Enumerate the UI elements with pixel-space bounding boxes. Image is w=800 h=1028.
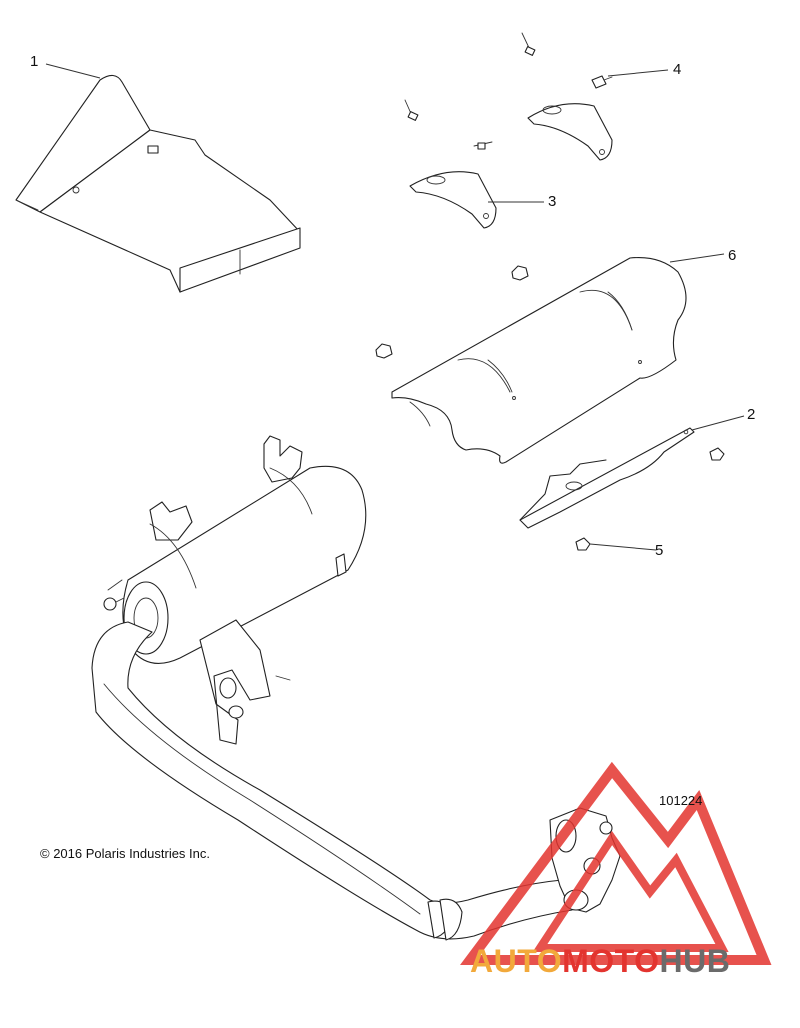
- nut-b: [375, 343, 393, 359]
- part-6-heat-shield: [391, 257, 687, 464]
- wordmark-hub: HUB: [659, 943, 731, 979]
- part-5-bolt: [575, 537, 591, 551]
- bolt-top: [521, 32, 536, 56]
- callout-3: 3: [548, 193, 557, 210]
- automotohub-logo-mark: [460, 761, 772, 965]
- figure-number: 101224: [659, 793, 703, 808]
- muffler-assembly: [103, 435, 367, 664]
- nut-a: [511, 265, 529, 281]
- callout-2: 2: [747, 406, 756, 423]
- part-1-shield: [15, 74, 301, 293]
- bolt-mid: [473, 141, 493, 150]
- callout-4: 4: [673, 61, 682, 78]
- part-3-bracket-upper: [527, 103, 613, 161]
- bolt-strap: [709, 447, 725, 461]
- automotohub-wordmark: AUTOMOTOHUB: [470, 945, 730, 977]
- part-4-bolt: [591, 75, 613, 89]
- wordmark-moto: MOTO: [562, 943, 660, 979]
- callout-6: 6: [728, 247, 737, 264]
- part-2-strap: [519, 427, 695, 529]
- lower-mount: [199, 619, 291, 745]
- callout-1: 1: [30, 53, 39, 70]
- wordmark-auto: AUTO: [470, 943, 563, 979]
- callout-5: 5: [655, 542, 664, 559]
- part-3-bracket-lower: [409, 171, 497, 229]
- bolt-left: [404, 99, 419, 121]
- leader-lines: [45, 63, 745, 551]
- copyright-notice: © 2016 Polaris Industries Inc.: [40, 846, 210, 861]
- head-pipe: [91, 621, 573, 941]
